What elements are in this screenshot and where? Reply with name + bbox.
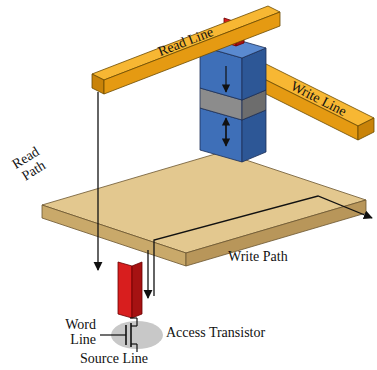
mtj-stack [200,36,266,162]
bottom-via [118,262,142,318]
write-path-return [147,250,148,298]
sot-plate [42,152,366,266]
read-line-bar [92,6,280,94]
path-label: Write Path [228,250,288,265]
write-path-arrow [154,196,372,296]
access-transistor [100,318,163,352]
signal-name: Source Line [80,352,148,367]
part-name: Access Transistor [166,326,265,341]
signal-name: Word Line [56,318,96,347]
path-label: Read Path [4,141,57,189]
read-path-arrow [97,92,98,270]
